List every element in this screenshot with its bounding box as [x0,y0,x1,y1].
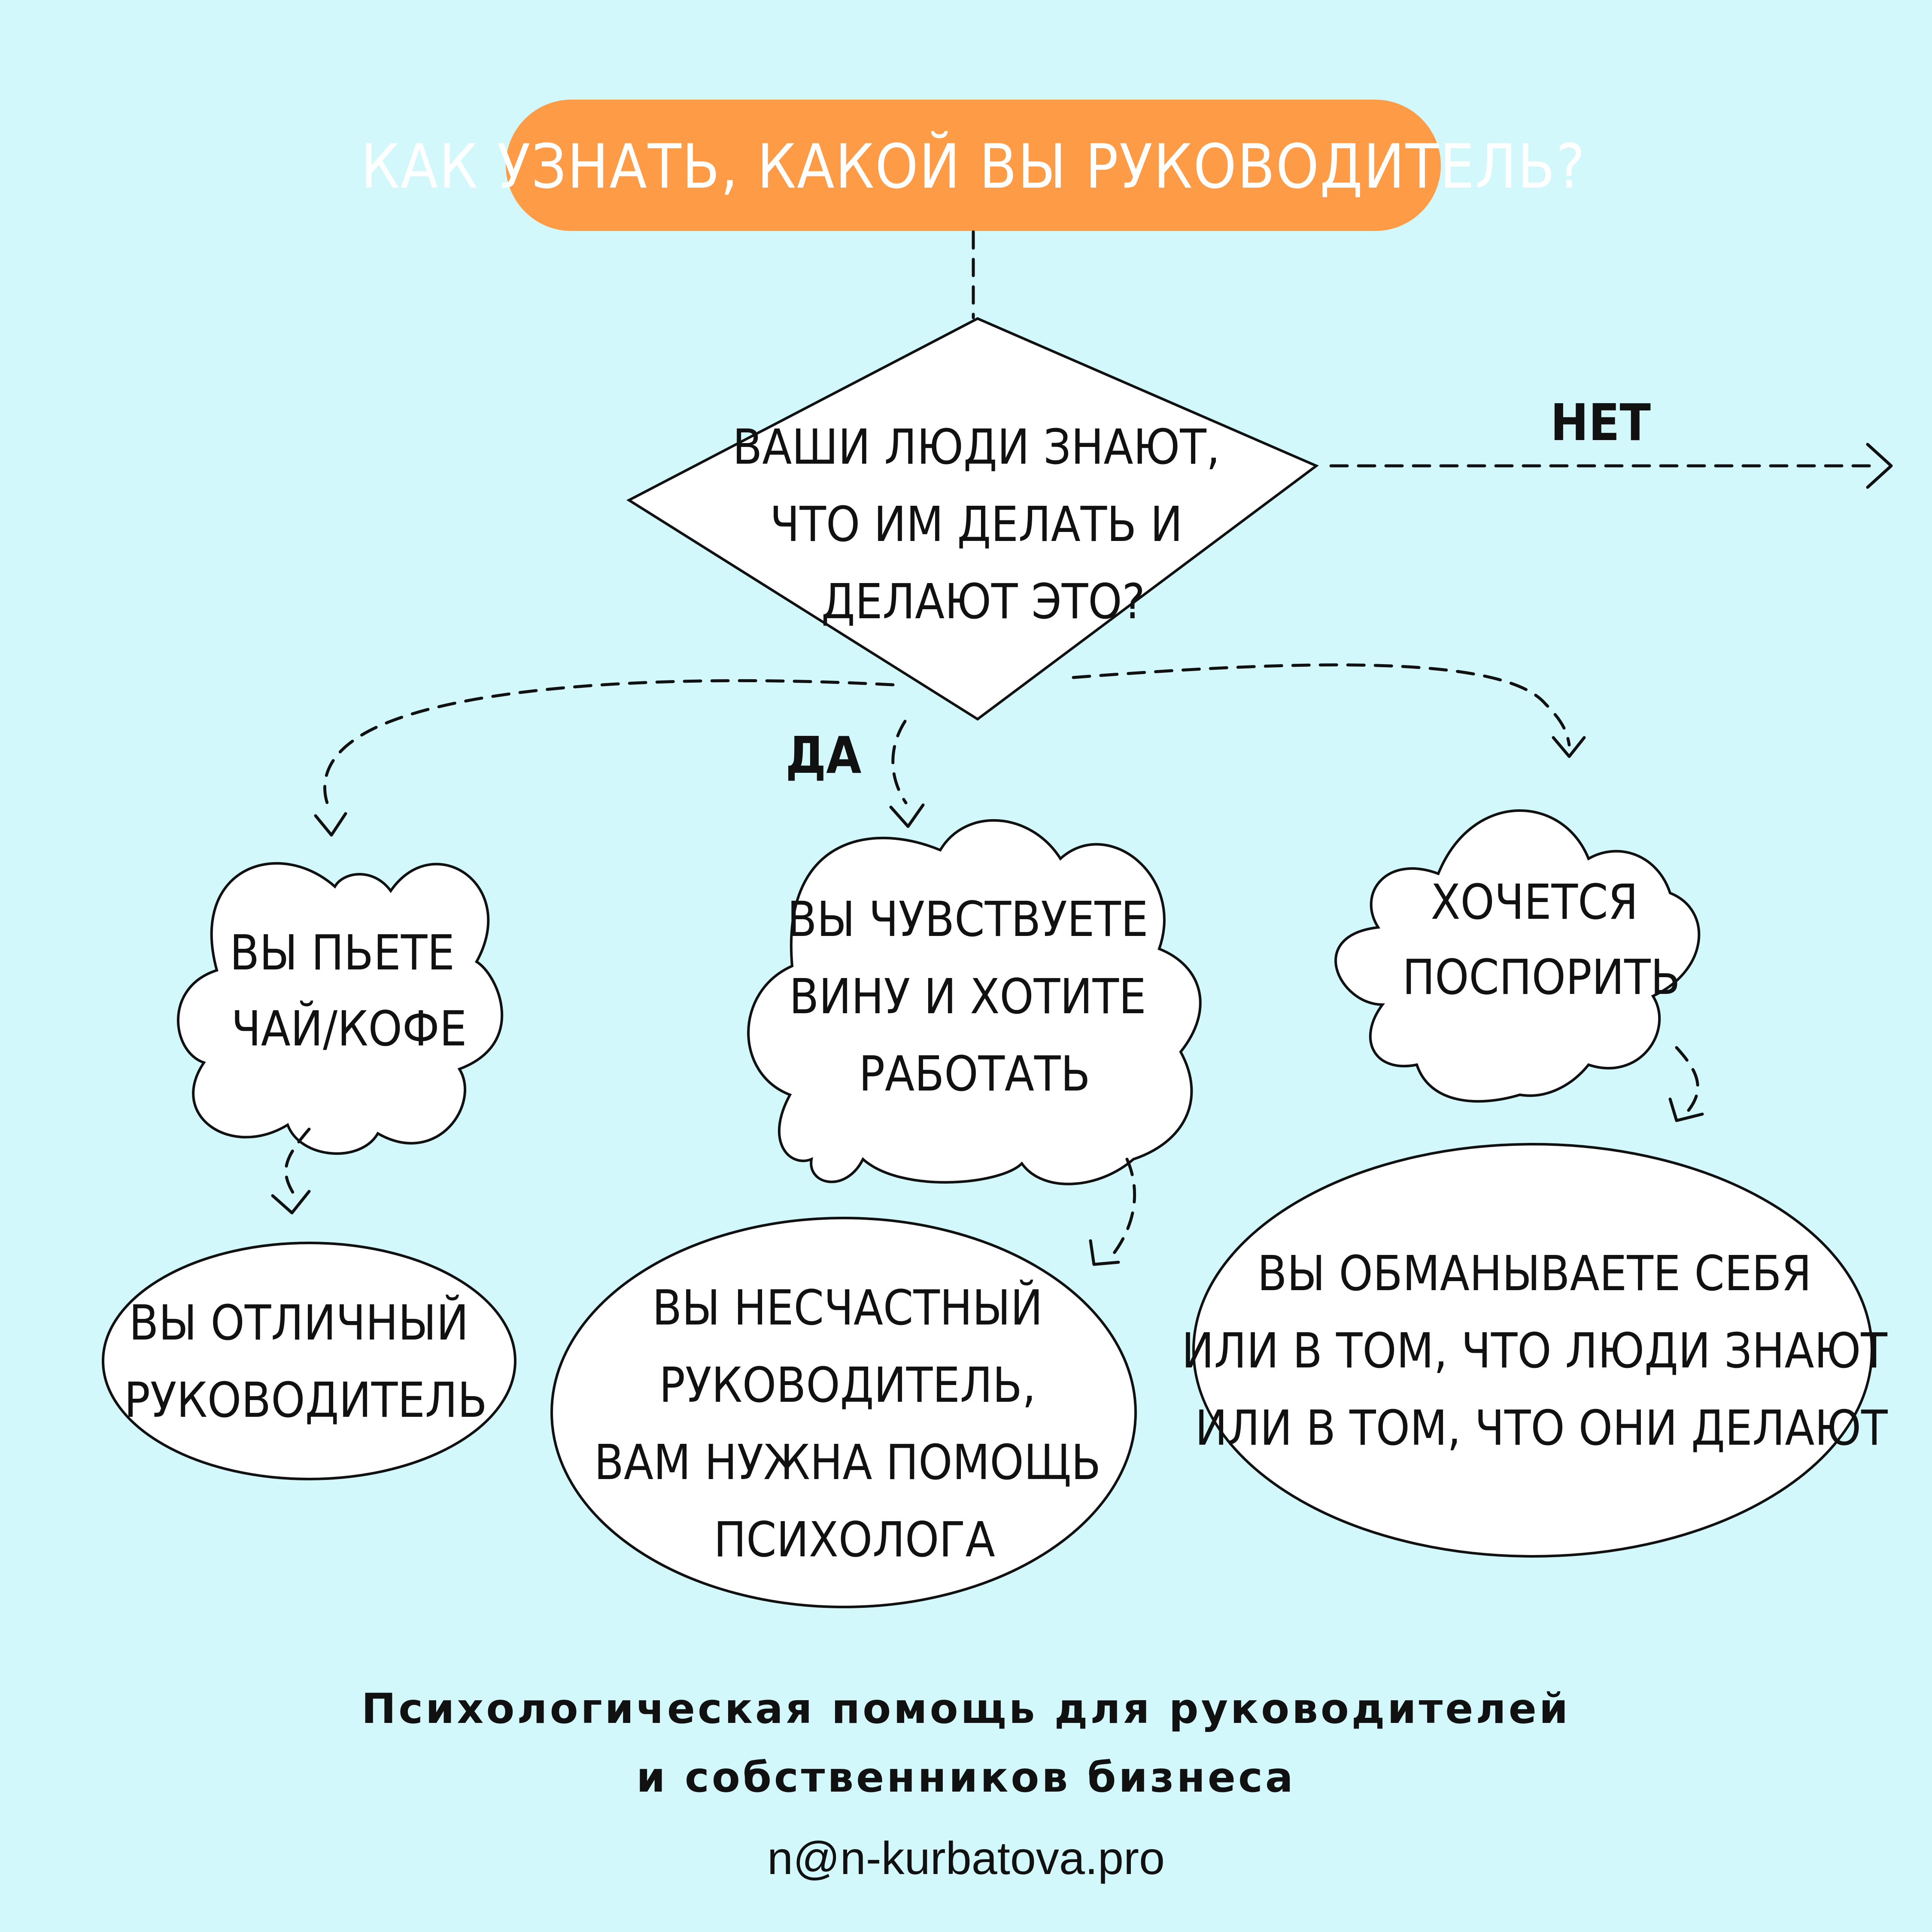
result-line: ВЫ ОБМАНЫВАЕТЕ СЕБЯ [1257,1246,1811,1302]
edge-label-no: НЕТ [1550,393,1651,452]
result-line: ИЛИ В ТОМ, ЧТО ОНИ ДЕЛАЮТ [1195,1400,1888,1456]
cloud-argue: ХОЧЕТСЯ ПОСПОРИТЬ [1334,809,1701,1103]
cloud-argue-text: ХОЧЕТСЯ ПОСПОРИТЬ [1402,875,1680,1005]
result-unhappy-text: ВЫ НЕСЧАСТНЫЙ РУКОВОДИТЕЛЬ, ВАМ НУЖНА ПО… [594,1279,1115,1568]
arrow-tea-result-head [271,1190,311,1215]
result-line: ПСИХОЛОГА [714,1512,995,1568]
cloud-line: ВЫ ЧУВСТВУЕТЕ [787,892,1148,948]
question-line: ЧТО ИМ ДЕЛАТЬ И [770,497,1182,553]
result-line: РУКОВОДИТЕЛЬ [124,1373,487,1428]
cloud-tea-shape [177,862,504,1155]
cloud-tea-text: ВЫ ПЬЕТЕ ЧАЙ/КОФЕ [230,925,468,1057]
contact-email[interactable]: n@n-kurbatova.pro [767,1832,1165,1884]
arrow-tea-head [314,812,347,837]
edge-tea-to-result [284,1127,311,1200]
edge-guilt-to-result [1110,1157,1136,1258]
edge-argue-to-result [1675,1046,1699,1114]
cloud-guilt-shape [747,819,1202,1185]
result-unhappy-shape [550,1217,1137,1608]
result-excellent-text: ВЫ ОТЛИЧНЫЙ РУКОВОДИТЕЛЬ [124,1294,487,1428]
result-unhappy: ВЫ НЕСЧАСТНЫЙ РУКОВОДИТЕЛЬ, ВАМ НУЖНА ПО… [550,1217,1137,1608]
footer-line-2: и собственников бизнеса [636,1753,1296,1801]
arrow-argue-head [1552,736,1586,758]
result-line: ВАМ НУЖНА ПОМОЩЬ [594,1435,1101,1491]
edge-to-cloud-argue [1072,663,1571,747]
result-line: РУКОВОДИТЕЛЬ, [659,1358,1036,1413]
question-line: ДЕЛАЮТ ЭТО? [821,574,1145,630]
edge-to-cloud-tea [323,679,895,813]
arrow-argue-result-head [1668,1097,1704,1122]
cloud-line: ВЫ ПЬЕТЕ [230,925,455,981]
arrow-guilt-result-head [1089,1239,1120,1266]
arrow-no-head [1866,443,1893,489]
result-deceive-shape [1192,1143,1873,1558]
cloud-argue-shape [1334,809,1701,1103]
result-excellent: ВЫ ОТЛИЧНЫЙ РУКОВОДИТЕЛЬ [102,1242,516,1480]
arrow-guilt-head [889,803,925,828]
cloud-guilt: ВЫ ЧУВСТВУЕТЕ ВИНУ И ХОТИТЕ РАБОТАТЬ [747,819,1202,1185]
result-line: ИЛИ В ТОМ, ЧТО ЛЮДИ ЗНАЮТ [1182,1323,1887,1379]
cloud-line: ЧАЙ/КОФЕ [231,1000,467,1057]
cloud-line: ХОЧЕТСЯ [1431,875,1638,930]
result-excellent-shape [102,1242,516,1480]
decision-shape [626,317,1319,721]
footer-line-1: Психологическая помощь для руководителей [361,1685,1571,1733]
result-line: ВЫ НЕСЧАСТНЫЙ [652,1279,1043,1336]
cloud-guilt-text: ВЫ ЧУВСТВУЕТЕ ВИНУ И ХОТИТЕ РАБОТАТЬ [787,892,1162,1102]
cloud-line: РАБОТАТЬ [859,1046,1090,1102]
cloud-tea: ВЫ ПЬЕТЕ ЧАЙ/КОФЕ [177,862,504,1155]
cloud-line: ВИНУ И ХОТИТЕ [789,969,1146,1025]
title-box: КАК УЗНАТЬ, КАКОЙ ВЫ РУКОВОДИТЕЛЬ? [361,100,1586,231]
question-line: ВАШИ ЛЮДИ ЗНАЮТ, [732,419,1220,475]
result-deceive: ВЫ ОБМАНЫВАЕТЕ СЕБЯ ИЛИ В ТОМ, ЧТО ЛЮДИ … [1182,1143,1901,1558]
cloud-line: ПОСПОРИТЬ [1402,950,1680,1005]
decision-diamond: ВАШИ ЛЮДИ ЗНАЮТ, ЧТО ИМ ДЕЛАТЬ И ДЕЛАЮТ … [626,317,1319,721]
question-text: ВАШИ ЛЮДИ ЗНАЮТ, ЧТО ИМ ДЕЛАТЬ И ДЕЛАЮТ … [732,419,1233,630]
edge-label-yes: ДА [786,726,862,785]
footer-heading: Психологическая помощь для руководителей… [0,1674,1932,1812]
title-text: КАК УЗНАТЬ, КАКОЙ ВЫ РУКОВОДИТЕЛЬ? [361,131,1586,202]
result-deceive-text: ВЫ ОБМАНЫВАЕТЕ СЕБЯ ИЛИ В ТОМ, ЧТО ЛЮДИ … [1182,1246,1901,1456]
result-line: ВЫ ОТЛИЧНЫЙ [129,1294,468,1351]
edge-to-cloud-guilt [891,720,908,805]
